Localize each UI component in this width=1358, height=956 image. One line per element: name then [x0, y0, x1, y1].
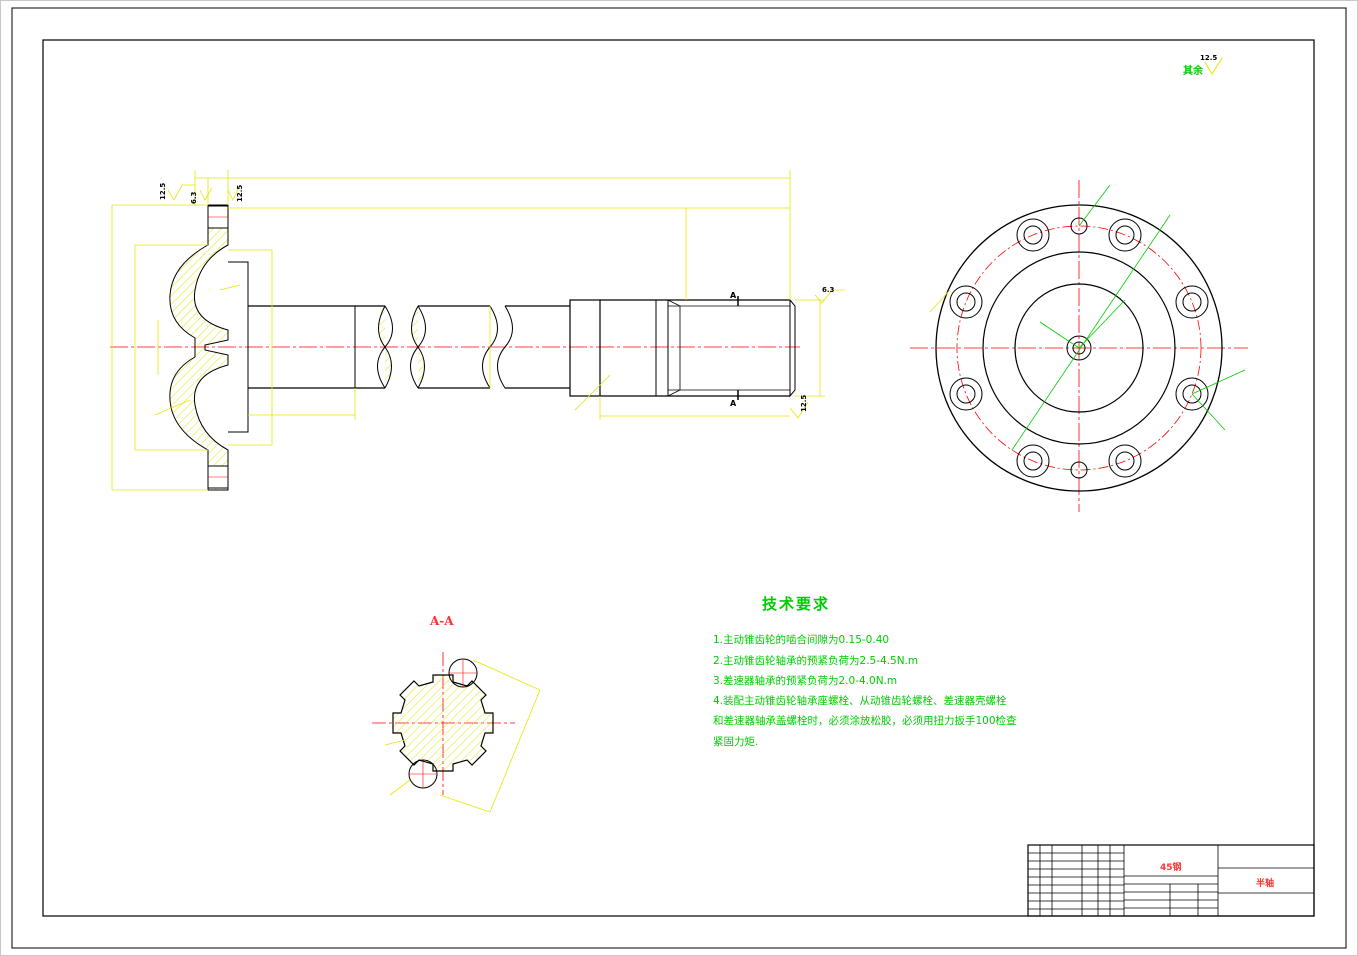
surface-finish-rest-label: 其余	[1183, 66, 1203, 77]
tech-req-line-1: 1.主动锥齿轮的啮合间隙为0.15-0.40	[713, 634, 890, 646]
roughness-value-5: 12.5	[800, 395, 808, 412]
title-block-material: 45钢	[1160, 863, 1182, 873]
section-title: A-A	[430, 614, 454, 628]
roughness-value-3: 12.5	[236, 185, 244, 202]
technical-requirements-title: 技术要求	[762, 595, 831, 613]
roughness-value-1: 12.5	[159, 183, 167, 200]
tech-req-line-3: 3.差速器轴承的预紧负荷为2.0-4.0N.m	[713, 675, 898, 687]
inner-frame	[42, 39, 1315, 917]
title-block	[1027, 844, 1315, 917]
flange-section	[169, 204, 229, 491]
rest-roughness-symbol	[1204, 57, 1223, 75]
roughness-value-4: 6.3	[822, 286, 835, 294]
spline-section	[392, 674, 494, 772]
roughness-symbols	[167, 184, 845, 419]
outer-frame	[11, 7, 1347, 949]
section-mark-top: A	[730, 291, 737, 300]
roughness-value-2: 6.3	[190, 191, 198, 204]
surface-finish-rest-value: 12.5	[1200, 54, 1218, 62]
section-mark-bottom: A	[730, 399, 737, 408]
tech-req-line-2: 2.主动锥齿轮轴承的预紧负荷为2.5-4.5N.m	[713, 655, 919, 667]
flange-end-view	[910, 180, 1248, 512]
section-a-a-view	[372, 652, 541, 813]
main-view-dimensions	[111, 170, 825, 491]
tech-req-line-6: 紧固力矩.	[713, 736, 759, 748]
title-block-part-name: 半轴	[1256, 879, 1275, 889]
tech-req-line-4: 4.装配主动锥齿轮轴承座螺栓、从动锥齿轮螺栓、差速器壳螺栓	[713, 695, 1007, 707]
shaft-main-view: A A	[110, 204, 800, 491]
tech-req-line-5: 和差速器轴承盖螺栓时，必须涂放松胶，必须用扭力扳手100检查	[713, 715, 1017, 727]
